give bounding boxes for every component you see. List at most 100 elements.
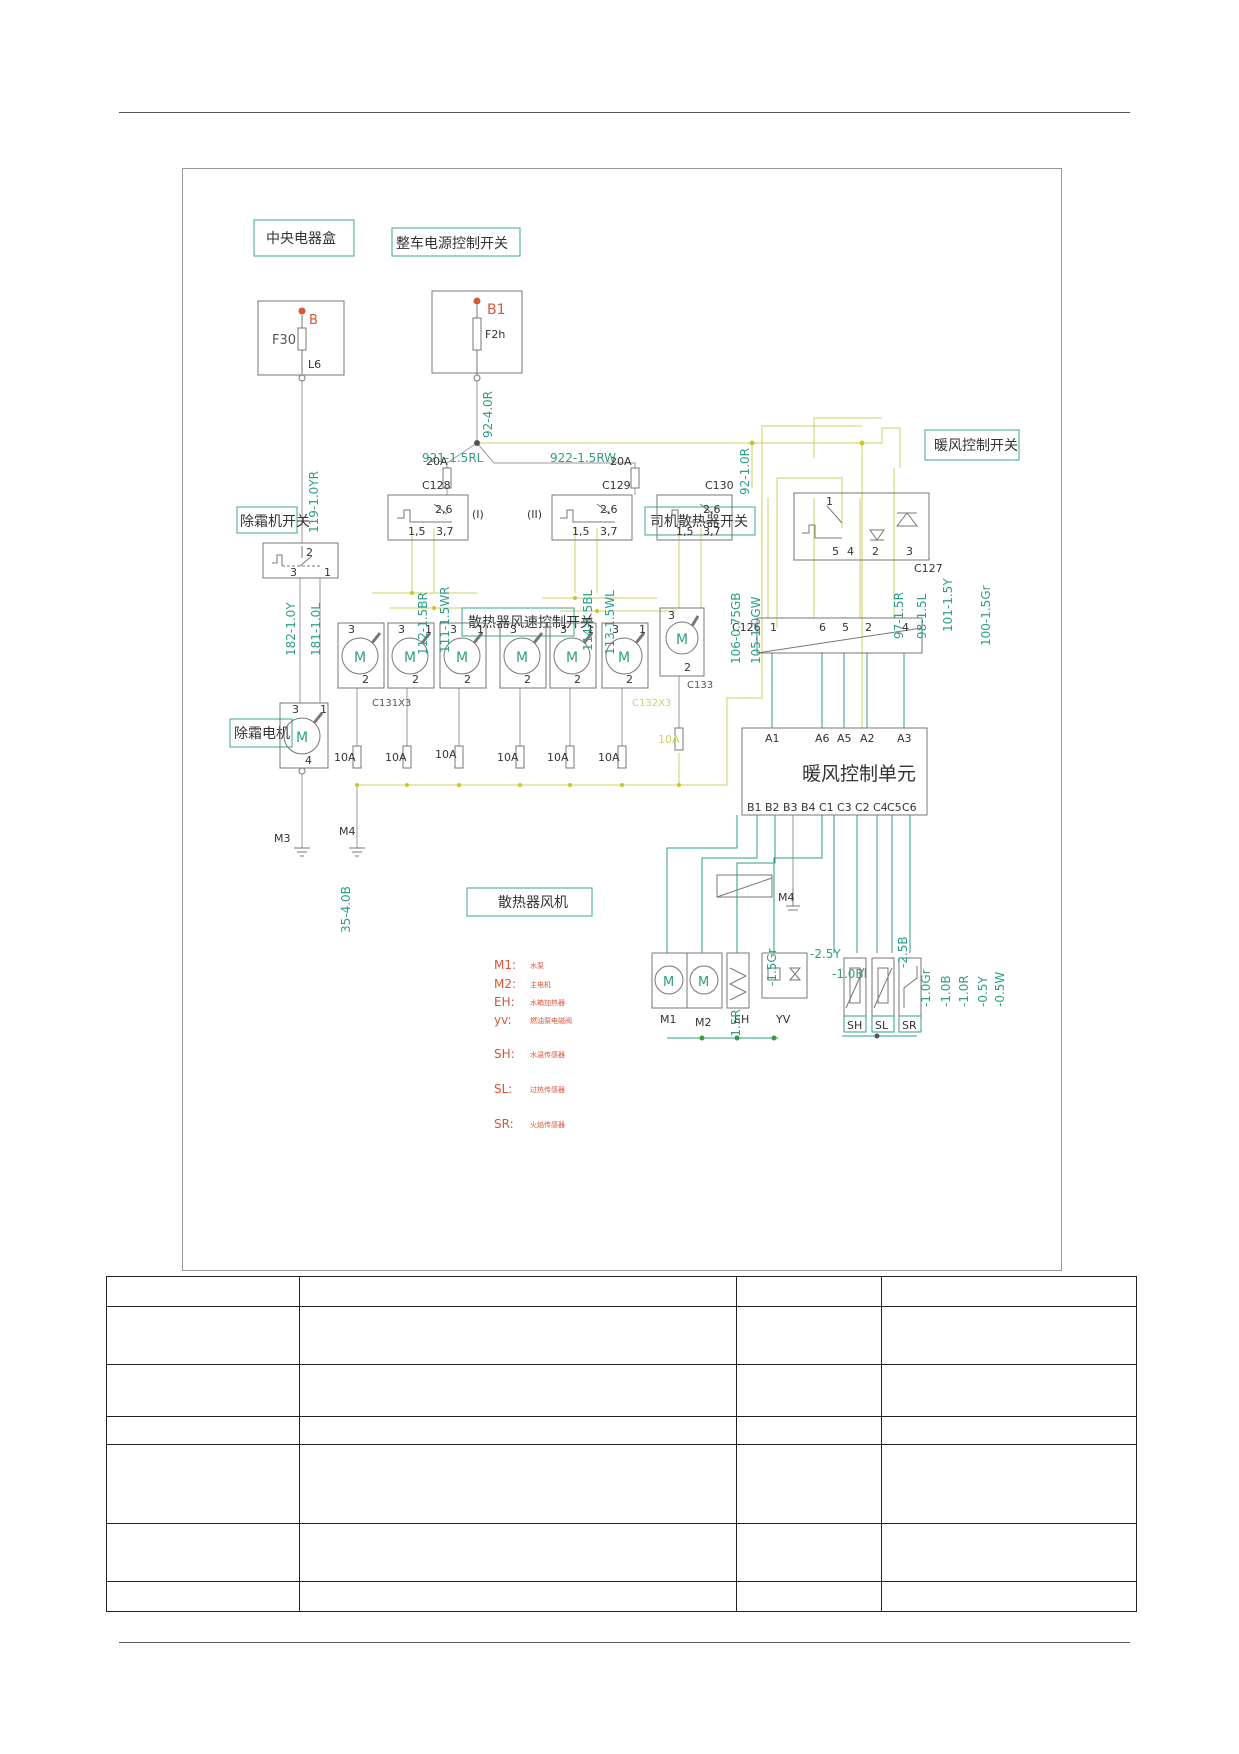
table-cell [299, 1444, 737, 1524]
node-ground-7 [677, 783, 681, 787]
heater-coil-icon [728, 967, 748, 1001]
fuse-20a-c128 [442, 467, 452, 489]
svg-text:M: M [698, 975, 709, 990]
wire-switch-pin1 [813, 417, 882, 458]
svg-text:M: M [676, 632, 688, 648]
wire-label-101: 101-1.5Y [941, 578, 955, 632]
sensor-sl: SL [871, 957, 895, 1033]
fan-motor-2: M 3 1 2 [387, 622, 435, 689]
label-f30: F30 [272, 333, 296, 348]
svg-text:C2: C2 [855, 801, 870, 814]
table-cell [299, 1275, 737, 1308]
defrost-motor-icon [283, 717, 321, 755]
table-cell [881, 1416, 1137, 1446]
node-bus-2 [859, 440, 865, 446]
svg-text:B2: B2 [765, 801, 780, 814]
svg-text:M: M [566, 650, 578, 666]
wire-label-111: 111-1.5WR [438, 586, 452, 653]
svg-text:C5: C5 [887, 801, 902, 814]
svg-text:3: 3 [560, 623, 567, 636]
svg-text:10A: 10A [385, 751, 407, 764]
svg-text:10A: 10A [435, 748, 457, 761]
power-switch-fuse: B1 F2h [431, 290, 523, 382]
label-m4-heater: M4 [778, 891, 795, 904]
fan-motor-3-icon [443, 637, 481, 675]
svg-text:B3: B3 [783, 801, 798, 814]
table-cell [881, 1444, 1137, 1524]
c130-pin37: 3,7 [703, 525, 721, 538]
svg-text:2: 2 [626, 673, 633, 686]
svg-text:YV: YV [775, 1013, 791, 1026]
node-sensor [874, 1033, 880, 1039]
legend-val-2: 主电机 [530, 980, 551, 989]
wire-label-112: 112-1.5BR [416, 592, 430, 655]
fan-fuses: 10A 10A 10A 10A 10A 10A 10A [334, 727, 684, 769]
fan-motor-4-icon [503, 637, 541, 675]
wires [299, 378, 917, 1039]
fan-motor-5-icon [553, 637, 591, 675]
legend-key-4: yv: [494, 1013, 512, 1027]
defrost-motor-m: M [296, 730, 308, 746]
legend-val-1: 水泵 [530, 961, 544, 970]
svg-text:4: 4 [902, 621, 909, 634]
main-motor-m2: M M2 [686, 952, 723, 1029]
svg-text:2: 2 [872, 545, 879, 558]
node-motor-3 [573, 596, 577, 600]
legend-val-7: 火焰传感器 [530, 1120, 565, 1129]
wire-label-15r: -1.5R [729, 1009, 743, 1041]
table-cell [299, 1364, 737, 1418]
label-m4-fan: M4 [339, 825, 356, 838]
relay-c130: C130 2,6 1,5 3,7 [656, 479, 734, 541]
relay-c129: 20A C129 2,6 1,5 3,7 (II) [527, 455, 640, 541]
svg-text:4: 4 [847, 545, 854, 558]
svg-text:5: 5 [842, 621, 849, 634]
table-cell [106, 1275, 300, 1308]
wire-label-922: 922-1.5RW [550, 451, 616, 465]
fan-motors: M 3 2 M 3 1 2 M 3 1 2 C131X3 M [337, 607, 713, 709]
fuse-terminal-b1 [473, 297, 481, 305]
fuse-20a-c129 [630, 467, 640, 489]
table-cell [881, 1275, 1137, 1308]
c129-pin37: 3,7 [600, 525, 618, 538]
defrost-motor-title: 除霜电机 [234, 726, 290, 742]
table-cell [736, 1580, 882, 1613]
svg-text:C6: C6 [902, 801, 917, 814]
c130-pin26: 2,6 [703, 503, 721, 516]
wire-label-10b: -1.0B [939, 975, 953, 1007]
sensor-sh: SH [843, 957, 867, 1033]
central-box-fuse: B F30 L6 [257, 300, 345, 382]
fan-motor-1: M 3 2 [337, 622, 385, 689]
radiator-fan-title: 散热器风机 [498, 895, 568, 911]
label-c127: C127 [914, 562, 943, 575]
wire-label-25b: -2.5B [896, 936, 910, 968]
label-c132x3: C132X3 [632, 698, 671, 709]
legend-key-6: SL: [494, 1082, 512, 1096]
node-motor-4 [595, 609, 599, 613]
svg-text:M2: M2 [695, 1016, 712, 1029]
label-l6: L6 [308, 358, 321, 371]
node-comp-2 [734, 1035, 740, 1041]
defrost-switch: 2 3 1 [262, 542, 339, 579]
node-92-split [474, 440, 480, 446]
svg-text:A2: A2 [860, 732, 875, 745]
label-b: B [309, 313, 318, 328]
c128-pin37: 3,7 [436, 525, 454, 538]
fuse-f30 [297, 327, 307, 351]
table-cell [881, 1364, 1137, 1418]
svg-text:1: 1 [826, 495, 833, 508]
table-cell [106, 1306, 300, 1366]
fan-motor-4: M 3 2 [499, 622, 547, 689]
pump-m1-icon [654, 965, 684, 995]
fuse-terminal-b [298, 307, 306, 315]
table-cell [736, 1364, 882, 1418]
svg-text:5: 5 [832, 545, 839, 558]
fan-motor-6-icon [605, 637, 643, 675]
legend-val-3: 水箱加热器 [530, 998, 565, 1007]
svg-text:2: 2 [684, 661, 691, 674]
svg-text:10A: 10A [658, 733, 680, 746]
led-icon [869, 529, 885, 541]
table-cell [736, 1522, 882, 1582]
label-c126: C126 [732, 621, 761, 634]
wire-label-10r: -1.0R [957, 975, 971, 1007]
svg-text:M: M [404, 650, 416, 666]
